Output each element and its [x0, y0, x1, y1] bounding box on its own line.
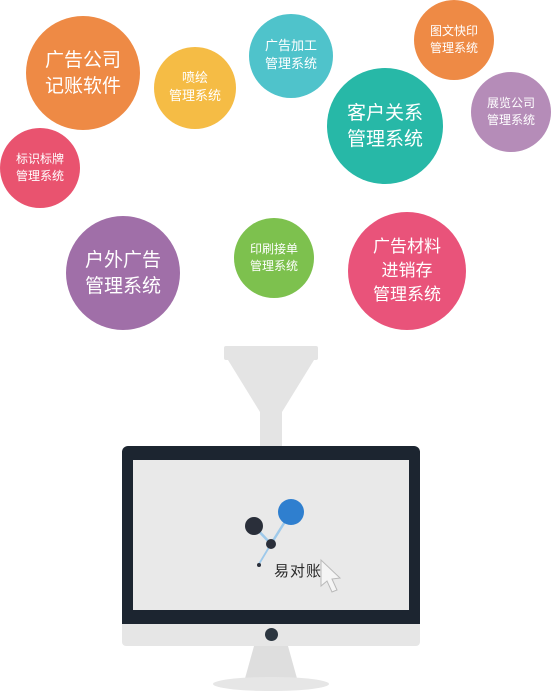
monitor-chin [122, 624, 420, 646]
bubble-line: 图文快印 [429, 24, 478, 38]
bubble-ad-processing-system: 广告加工 管理系统 [249, 14, 333, 98]
bubble-line: 管理系统 [15, 169, 64, 183]
bubble-line: 广告公司 [44, 49, 121, 71]
bubble-line: 进销存 [381, 261, 433, 281]
bubble-line: 管理系统 [373, 285, 441, 305]
bubble-line: 记账软件 [44, 75, 121, 97]
bubble-line: 展览公司 [486, 96, 535, 110]
bubble-line: 管理系统 [346, 128, 423, 150]
bubble-exhibition-system: 展览公司 管理系统 [471, 72, 551, 152]
bubble-line: 管理系统 [264, 57, 317, 72]
bubble-line: 管理系统 [486, 113, 535, 127]
bubble-line: 广告加工 [264, 39, 317, 54]
brand-name: 易对账 [274, 562, 323, 580]
bubble-line: 管理系统 [168, 89, 221, 104]
bubble-line: 管理系统 [84, 275, 161, 297]
bubble-ad-materials-inventory-system: 广告材料 进销存 管理系统 [348, 212, 466, 330]
bubble-line: 喷绘 [181, 71, 208, 86]
molecule-logo-icon [245, 499, 304, 567]
bubble-line: 管理系统 [249, 259, 298, 273]
bubble-line: 户外广告 [84, 249, 161, 271]
monitor-stand [213, 646, 329, 691]
monitor-bezel: 易对账 [122, 446, 420, 624]
bubble-line: 管理系统 [429, 41, 478, 55]
bubble-line: 客户关系 [346, 102, 423, 124]
bubble-inkjet-system: 喷绘 管理系统 [154, 47, 236, 129]
monitor-screen: 易对账 [133, 460, 409, 610]
bubble-crm-system: 客户关系 管理系统 [327, 68, 443, 184]
bubble-line: 印刷接单 [249, 242, 298, 256]
bubble-ad-accounting-software: 广告公司 记账软件 [26, 16, 140, 130]
bubble-line: 广告材料 [373, 237, 441, 257]
bubble-quick-print-system: 图文快印 管理系统 [414, 0, 494, 80]
monitor: 易对账 [122, 446, 420, 694]
bubble-print-order-system: 印刷接单 管理系统 [234, 218, 314, 298]
bubble-outdoor-ad-system: 户外广告 管理系统 [66, 216, 180, 330]
cursor-arrow-icon [320, 558, 342, 593]
bubble-signage-system: 标识标牌 管理系统 [0, 128, 80, 208]
bubble-line: 标识标牌 [15, 152, 64, 166]
power-button-icon [265, 628, 278, 641]
